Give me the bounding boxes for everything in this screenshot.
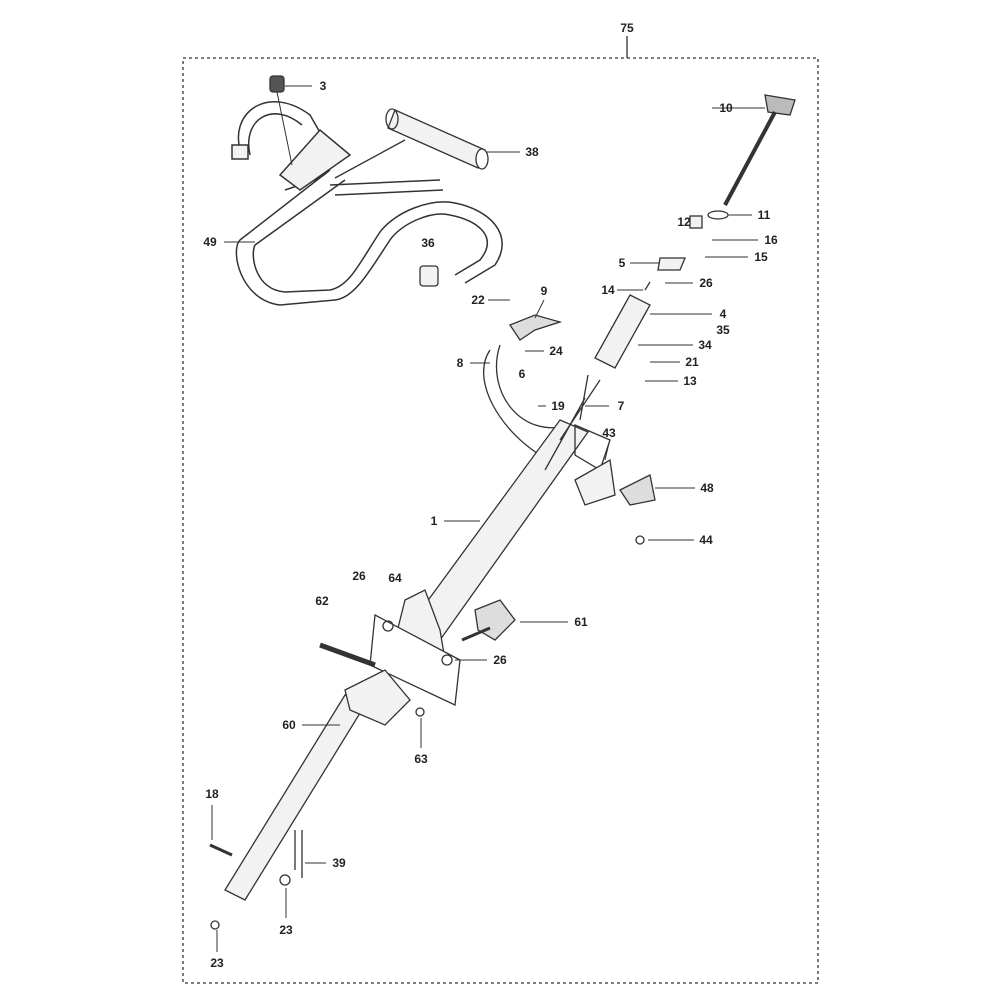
part-label[interactable]: 35 [716, 323, 730, 337]
upper-tube-part [594, 294, 651, 369]
part-label[interactable]: 16 [764, 233, 778, 247]
part-label[interactable]: 15 [754, 250, 768, 264]
part-label[interactable]: 9 [540, 284, 548, 298]
part-label[interactable]: 23 [210, 956, 224, 970]
part-label[interactable]: 23 [279, 923, 293, 937]
part-label[interactable]: 19 [551, 399, 565, 413]
part-label[interactable]: 38 [525, 145, 539, 159]
part-label[interactable]: 13 [683, 374, 697, 388]
assembly-label[interactable]: 75 [620, 21, 634, 35]
part-label[interactable]: 6 [518, 367, 526, 381]
part-label[interactable]: 11 [757, 208, 771, 222]
part-label[interactable]: 26 [699, 276, 713, 290]
part-label[interactable]: 26 [352, 569, 366, 583]
part-label[interactable]: 3 [319, 79, 327, 93]
spacer-part [419, 265, 439, 287]
part-label[interactable]: 62 [315, 594, 329, 608]
part-label[interactable]: 64 [388, 571, 402, 585]
part-label[interactable]: 36 [421, 236, 435, 250]
part-label[interactable]: 60 [282, 718, 296, 732]
part-label[interactable]: 61 [574, 615, 588, 629]
knob-part [269, 75, 293, 166]
lower-tube-part [209, 642, 425, 930]
part-label[interactable]: 10 [719, 101, 733, 115]
part-label[interactable]: 8 [456, 356, 464, 370]
part-label[interactable]: 24 [549, 344, 563, 358]
throttle-part [483, 314, 571, 456]
grip-part [334, 108, 489, 179]
part-label[interactable]: 7 [617, 399, 625, 413]
part-label[interactable]: 5 [618, 256, 626, 270]
part-label[interactable]: 63 [414, 752, 428, 766]
part-label[interactable]: 1 [430, 514, 438, 528]
part-label[interactable]: 18 [205, 787, 219, 801]
part-label[interactable]: 21 [685, 355, 699, 369]
part-label[interactable]: 34 [698, 338, 712, 352]
part-label[interactable]: 43 [602, 426, 616, 440]
clamp-part [369, 589, 516, 706]
part-label[interactable]: 39 [332, 856, 346, 870]
main-tube-part [409, 374, 656, 641]
part-label[interactable]: 14 [601, 283, 615, 297]
handlebar-part [231, 101, 503, 306]
part-label[interactable]: 22 [471, 293, 485, 307]
part-label[interactable]: 12 [677, 215, 691, 229]
part-label[interactable]: 48 [700, 481, 714, 495]
leader-lines [211, 85, 765, 952]
part-label[interactable]: 4 [719, 307, 727, 321]
part-label[interactable]: 44 [699, 533, 713, 547]
part-label[interactable]: 49 [203, 235, 217, 249]
part-label[interactable]: 26 [493, 653, 507, 667]
rod-part [644, 94, 796, 291]
